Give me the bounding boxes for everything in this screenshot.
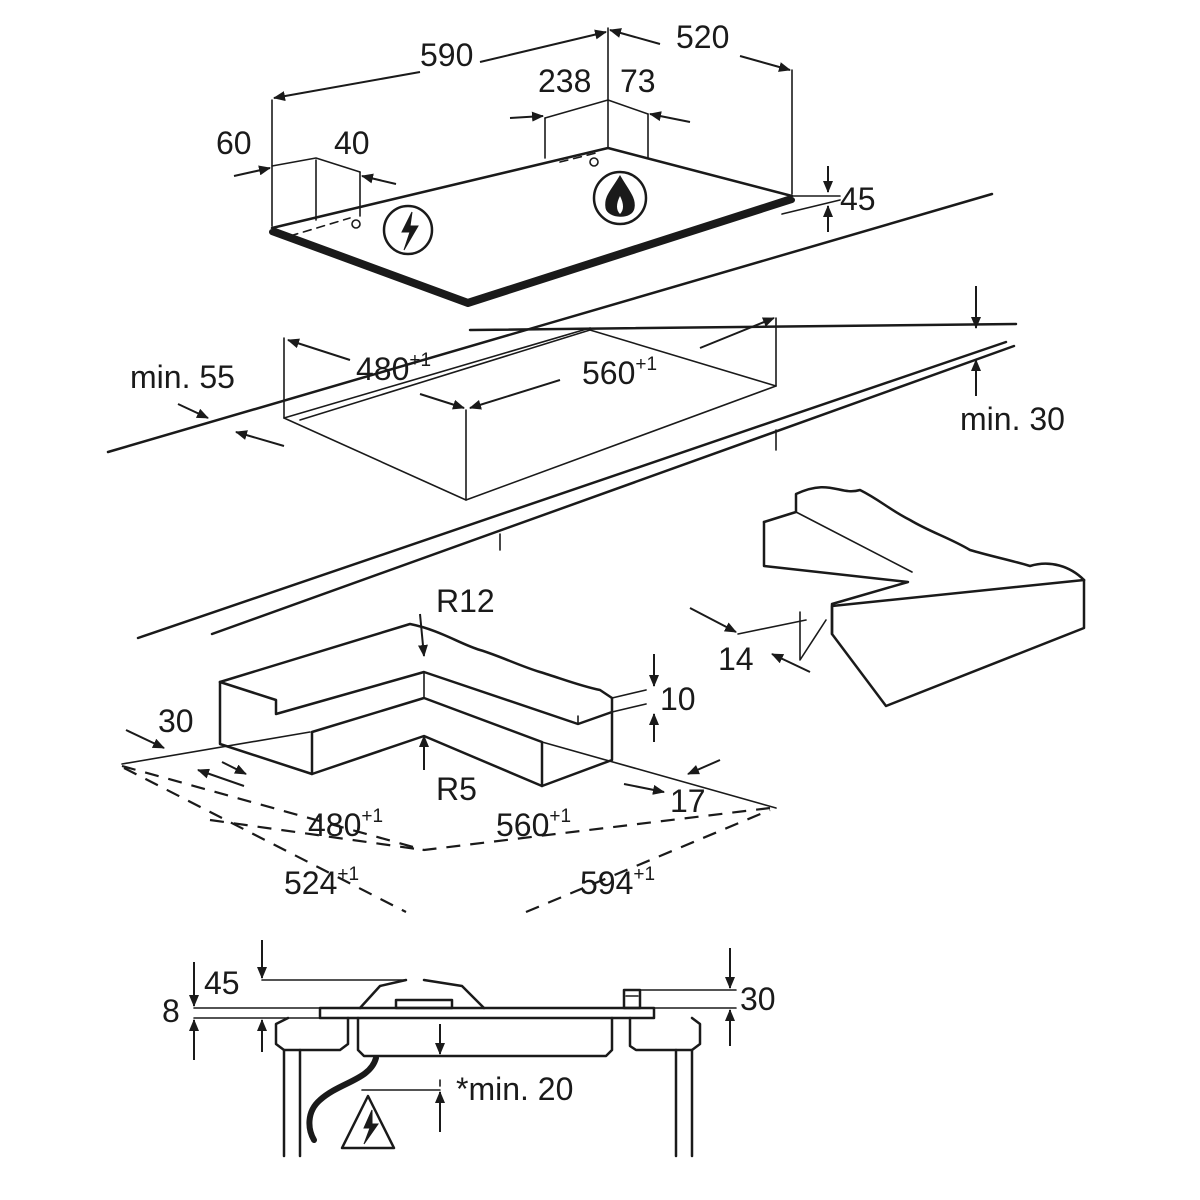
dim-min-20: *min. 20 bbox=[456, 1071, 573, 1107]
side-section-view: 45 8 30 *min. 20 bbox=[162, 940, 776, 1158]
dim-section-45: 45 bbox=[204, 965, 240, 1001]
dim-width-590: 590 bbox=[420, 37, 473, 73]
dim-radius-r5: R5 bbox=[436, 771, 477, 807]
electric-hazard-icon bbox=[340, 1094, 396, 1150]
dim-height-45: 45 bbox=[840, 181, 876, 217]
worktop-cutout: min. 55 480+1 560+1 min. 30 bbox=[106, 192, 1065, 640]
dim-gap-14: 14 bbox=[718, 641, 754, 677]
gas-flame-icon bbox=[592, 170, 648, 226]
dim-burner-238: 238 bbox=[538, 63, 591, 99]
dim-section-8: 8 bbox=[162, 993, 180, 1029]
dim-cutout-480: 480+1 bbox=[356, 350, 431, 387]
dim-section-30: 30 bbox=[740, 981, 776, 1017]
dim-cutout-560: 560+1 bbox=[582, 354, 657, 391]
dim-depth-520: 520 bbox=[676, 19, 729, 55]
dim-control-60: 60 bbox=[216, 125, 252, 161]
seal-frame-corner-right: 14 bbox=[689, 485, 1086, 708]
dim-lip-30: 30 bbox=[158, 703, 194, 739]
dim-inner-480: 480+1 bbox=[308, 806, 383, 843]
electric-hazard-icon bbox=[382, 204, 434, 256]
dim-min-55: min. 55 bbox=[130, 359, 235, 395]
dim-lip-10: 10 bbox=[660, 681, 696, 717]
dim-gap-17: 17 bbox=[670, 783, 706, 819]
dim-radius-r12: R12 bbox=[436, 583, 495, 619]
hob-top-view: 590 520 238 73 60 40 45 bbox=[216, 19, 876, 307]
dim-min-30: min. 30 bbox=[960, 401, 1065, 437]
dim-burner-73: 73 bbox=[620, 63, 656, 99]
dim-control-40: 40 bbox=[334, 125, 370, 161]
seal-frame-corner-left: R12 R5 10 30 17 480+1 560+1 524+1 594+1 bbox=[121, 583, 777, 914]
dim-outer-594: 594+1 bbox=[580, 864, 655, 901]
dim-inner-560: 560+1 bbox=[496, 806, 571, 843]
dim-outer-524: 524+1 bbox=[284, 864, 359, 901]
